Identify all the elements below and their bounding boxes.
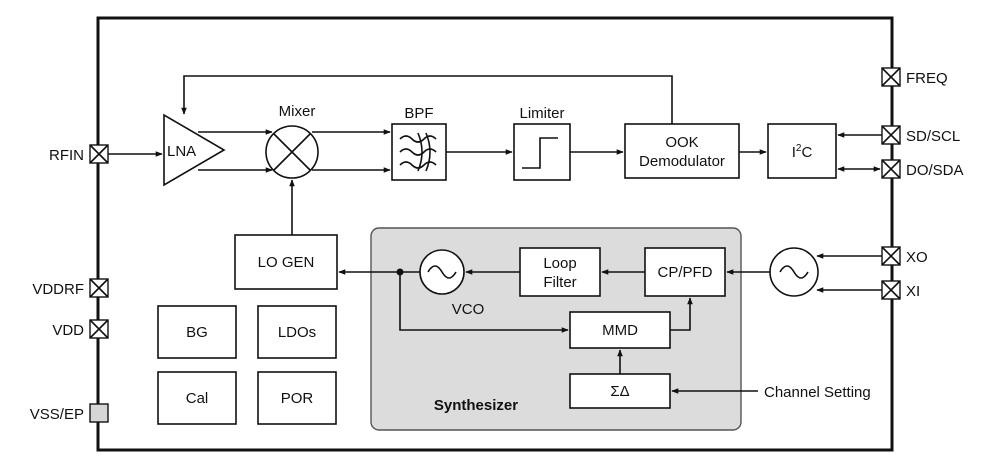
svg-text:BG: BG — [186, 324, 208, 341]
svg-text:LO GEN: LO GEN — [258, 254, 315, 271]
svg-text:DO/SDA: DO/SDA — [906, 162, 964, 179]
limiter-label: Limiter — [519, 105, 564, 122]
bpf-label: BPF — [404, 105, 433, 122]
svg-text:VSS/EP: VSS/EP — [30, 406, 84, 423]
vco-label: VCO — [452, 301, 485, 318]
ook-demodulator-block: OOK Demodulator — [624, 123, 740, 179]
svg-text:Filter: Filter — [543, 274, 576, 291]
svg-text:OOK: OOK — [665, 134, 698, 151]
mmd-block: MMD — [569, 311, 671, 349]
svg-text:POR: POR — [281, 390, 314, 407]
pin-xi: XI — [881, 280, 920, 300]
svg-text:Loop: Loop — [543, 255, 576, 272]
chip-outline — [96, 16, 894, 452]
lo-gen-block: LO GEN — [234, 234, 338, 290]
svg-text:XO: XO — [906, 249, 928, 266]
synth-wires — [338, 253, 882, 394]
cp-pfd-block: CP/PFD — [644, 247, 726, 297]
svg-text:FREQ: FREQ — [906, 70, 948, 87]
ldos-block: LDOs — [257, 305, 337, 359]
crystal-oscillator — [769, 247, 819, 297]
i2c-block: I2C — [767, 123, 837, 179]
svg-text:MMD: MMD — [602, 322, 638, 339]
pin-vddrf: VDDRF — [32, 278, 109, 298]
mixer-label: Mixer — [279, 103, 316, 120]
svg-text:CP/PFD: CP/PFD — [657, 264, 712, 281]
svg-text:XI: XI — [906, 283, 920, 300]
pin-sd-scl: SD/SCL — [881, 125, 960, 145]
channel-setting-label: Channel Setting — [764, 384, 871, 401]
cal-block: Cal — [157, 371, 237, 425]
loop-filter-block: Loop Filter — [519, 247, 601, 297]
bg-block: BG — [157, 305, 237, 359]
por-block: POR — [257, 371, 337, 425]
pin-rfin: RFIN — [49, 144, 109, 164]
bpf-block: BPF — [391, 105, 447, 181]
svg-text:Cal: Cal — [186, 390, 209, 407]
pin-freq: FREQ — [881, 67, 948, 87]
lna-block: LNA — [163, 113, 226, 187]
pin-vss-ep: VSS/EP — [30, 403, 109, 423]
svg-text:LNA: LNA — [167, 143, 196, 160]
svg-text:VDD: VDD — [52, 322, 84, 339]
svg-text:SD/SCL: SD/SCL — [906, 128, 960, 145]
svg-text:I2C: I2C — [792, 143, 813, 161]
svg-text:VDDRF: VDDRF — [32, 281, 84, 298]
svg-text:ΣΔ: ΣΔ — [610, 383, 629, 400]
svg-text:Demodulator: Demodulator — [639, 153, 725, 170]
signal-wires — [108, 75, 882, 235]
limiter-block: Limiter — [513, 105, 571, 181]
svg-text:RFIN: RFIN — [49, 147, 84, 164]
pin-vdd: VDD — [52, 319, 109, 339]
pin-xo: XO — [881, 246, 928, 266]
svg-text:LDOs: LDOs — [278, 324, 316, 341]
mixer-block: Mixer — [265, 103, 319, 179]
sigma-delta-block: ΣΔ — [569, 373, 671, 409]
pin-do-sda: DO/SDA — [881, 159, 964, 179]
synthesizer-label: Synthesizer — [434, 397, 518, 414]
